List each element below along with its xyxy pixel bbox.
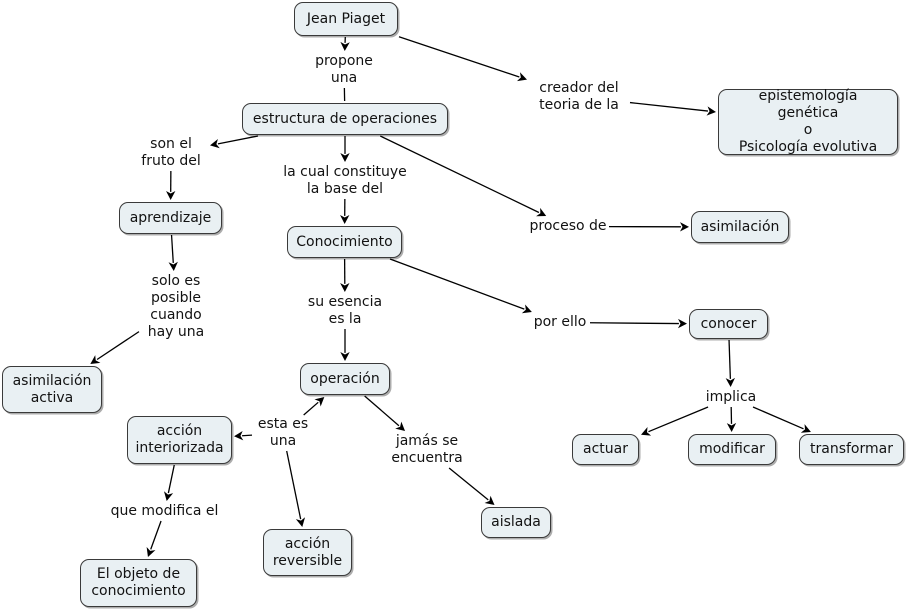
arrowhead [800, 424, 811, 433]
node-objeto-conocimiento[interactable]: El objeto de conocimiento [80, 559, 197, 607]
arrowhead [295, 517, 306, 527]
edge-conocimiento-to-esencia [340, 258, 350, 292]
arrowhead [340, 282, 350, 292]
arrowhead [706, 106, 716, 116]
arrowhead [340, 41, 350, 51]
edge-line [448, 467, 489, 501]
node-actuar[interactable]: actuar [572, 434, 639, 465]
edge-jamas-to-aislada [448, 467, 495, 505]
edge-estructura-to-lacual [340, 136, 350, 162]
node-accion-reversible[interactable]: acción reversible [263, 529, 352, 576]
edge-line [648, 406, 709, 433]
edge-line [150, 520, 162, 550]
edge-aprendizaje-to-soloes [168, 234, 178, 271]
edge-estaesuna-to-operacion [303, 397, 325, 416]
node-modificar[interactable]: modificar [688, 434, 776, 465]
link-label-son-el-fruto-del: son el fruto del [141, 136, 201, 169]
arrowhead [166, 190, 176, 200]
arrowhead [314, 397, 325, 407]
arrowhead [521, 304, 532, 314]
arrowhead [726, 422, 737, 432]
edge-line [96, 331, 140, 361]
arrowhead [516, 72, 527, 82]
edge-soloes-to-asimactiva [90, 331, 140, 364]
link-label-propone-una: propone una [315, 53, 373, 86]
edge-line [752, 406, 804, 430]
node-transformar[interactable]: transformar [799, 434, 904, 465]
arrowhead [340, 214, 350, 224]
arrowhead [484, 495, 495, 505]
arrowhead [395, 421, 406, 431]
node-estructura-operaciones[interactable]: estructura de operaciones [242, 103, 448, 135]
edge-line [629, 101, 709, 112]
edge-line [170, 234, 174, 263]
edge-sonel-to-aprendizaje [166, 170, 176, 200]
arrowhead [168, 261, 178, 271]
edge-creador-to-epistemologia [629, 101, 716, 116]
edge-proceso-to-asimilacion [608, 222, 689, 232]
edge-line [303, 401, 319, 416]
arrowhead [163, 491, 174, 501]
edge-line [398, 36, 520, 78]
node-jean-piaget[interactable]: Jean Piaget [294, 2, 398, 36]
arrowhead [210, 139, 220, 149]
node-conocimiento[interactable]: Conocimiento [287, 226, 402, 258]
link-label-esta-es-una: esta es una [257, 416, 309, 449]
edge-implica-to-actuar [641, 406, 709, 436]
link-label-solo-es-posible: solo es posible cuando hay una [147, 273, 205, 340]
arrowhead [536, 207, 547, 217]
edge-lacual-to-conocimiento [340, 198, 350, 224]
edge-estructura-to-sonel [210, 135, 259, 149]
arrowhead [90, 355, 101, 364]
arrowhead [677, 318, 687, 329]
link-label-que-modifica-el: que modifica el [110, 503, 219, 519]
arrowhead [641, 427, 652, 436]
link-label-la-cual-constituye: la cual constituye la base del [283, 164, 407, 197]
edge-implica-to-modificar [726, 406, 737, 432]
edge-esencia-to-operacion [340, 329, 350, 361]
link-label-implica: implica [705, 389, 757, 405]
link-label-jamas-se-encuentra: jamás se encuentra [391, 433, 463, 466]
edge-porello-to-conocer [589, 318, 687, 329]
edge-line [389, 258, 525, 310]
node-epistemologia[interactable]: epistemología genética o Psicología evol… [718, 88, 898, 155]
edge-line [728, 339, 732, 379]
edge-operacion-to-jamas [364, 395, 406, 431]
edge-estaesuna-to-interioriz [234, 431, 253, 441]
edge-line [589, 322, 679, 325]
link-label-por-ello: por ello [533, 314, 587, 330]
link-label-proceso-de: proceso de [529, 218, 607, 234]
node-aislada[interactable]: aislada [481, 507, 551, 538]
arrowhead [340, 352, 350, 361]
edge-quemodifica-to-objeto [146, 520, 162, 557]
arrowhead [679, 222, 689, 232]
node-conocer[interactable]: conocer [689, 309, 768, 339]
edge-estaesuna-to-reversible [286, 450, 306, 527]
arrowhead [340, 153, 350, 162]
link-label-su-esencia-es-la: su esencia es la [307, 294, 383, 327]
edge-piaget-to-creador [398, 36, 527, 82]
edge-conocer-to-implica [725, 339, 736, 387]
node-operacion[interactable]: operación [300, 363, 390, 395]
node-aprendizaje[interactable]: aprendizaje [119, 202, 222, 234]
arrowhead [234, 431, 244, 441]
edge-piaget-to-propone [340, 36, 350, 51]
link-label-creador-del-teoria: creador del teoria de la [539, 80, 619, 113]
node-asimilacion-activa[interactable]: asimilación activa [2, 366, 102, 413]
edge-line [286, 450, 302, 520]
arrowhead [725, 377, 736, 387]
arrowhead [146, 546, 156, 557]
node-asimilacion[interactable]: asimilación [691, 211, 789, 243]
edge-line [242, 434, 253, 437]
edge-implica-to-transformar [752, 406, 811, 433]
edge-line [217, 135, 259, 145]
edge-interioriz-to-quemodifica [163, 464, 175, 501]
node-accion-interiorizada[interactable]: acción interiorizada [127, 416, 232, 464]
edge-line [167, 464, 175, 494]
edge-line [364, 395, 400, 427]
edge-conocimiento-to-porello [389, 258, 532, 314]
